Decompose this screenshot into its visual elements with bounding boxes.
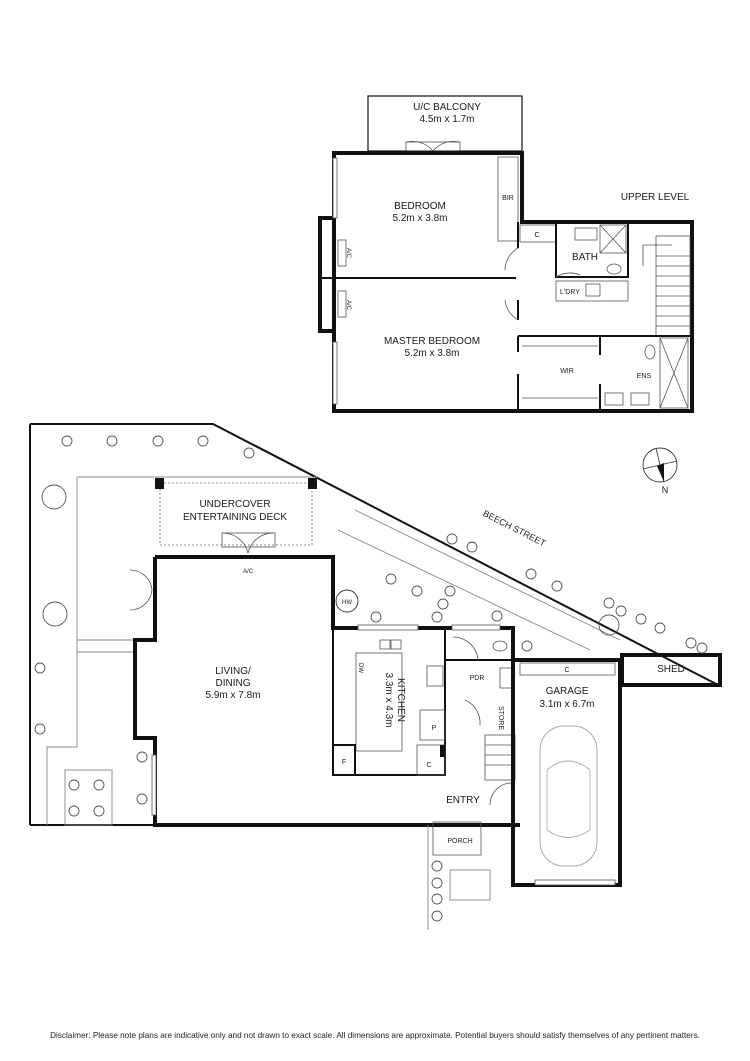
dishwasher-label: DW: [357, 663, 363, 673]
balcony-label: U/C BALCONY: [413, 102, 481, 113]
ac-label: A/C: [345, 248, 351, 259]
living-size: 5.9m x 7.8m: [205, 690, 260, 701]
cooktop-icon: [426, 665, 444, 687]
kitchen-size: 3.3m x 4.3m: [383, 672, 394, 727]
toilet-icon: [492, 640, 508, 652]
bedroom-label: BEDROOM: [394, 201, 446, 212]
toilet-icon: [606, 263, 622, 275]
compass-icon: N: [642, 447, 678, 495]
ground-level: UNDERCOVER ENTERTAINING DECK A/C LIVING/…: [29, 423, 722, 930]
ensuite-label: ENS: [637, 373, 652, 380]
ac-label: A/C: [345, 300, 351, 311]
balcony-door-icon: [405, 140, 461, 152]
garage-size: 3.1m x 6.7m: [539, 699, 594, 710]
upper-outer-wall: [332, 151, 694, 413]
entry-label: ENTRY: [446, 795, 480, 806]
pantry-label: P: [432, 725, 437, 732]
compass-north-label: N: [662, 485, 669, 495]
ac-unit-icon: [337, 239, 347, 267]
ac-label: A/C: [243, 569, 254, 575]
deck-label-line2: ENTERTAINING DECK: [183, 512, 287, 523]
sink-icon: [379, 639, 391, 650]
garage-cupboard-label: C: [564, 667, 569, 674]
shed-walls: [620, 653, 722, 687]
hot-water-label: HW: [342, 600, 352, 606]
garage-walls: [511, 658, 622, 887]
balcony-size: 4.5m x 1.7m: [419, 114, 474, 125]
wir-label: WIR: [560, 368, 574, 375]
master-bedroom-label: MASTER BEDROOM: [384, 336, 480, 347]
sink-icon: [390, 639, 402, 650]
side-door-icon: [129, 569, 153, 611]
bath-label: BATH: [572, 252, 598, 263]
cupboard-label: C: [534, 232, 539, 239]
master-bedroom-size: 5.2m x 3.8m: [404, 348, 459, 359]
stairs-icon: [484, 734, 516, 781]
disclaimer-text: Disclaimer: Please note plans are indica…: [50, 1031, 700, 1040]
stairs-icon: [642, 235, 691, 337]
car-icon: [539, 725, 598, 867]
deck-door-icon: [221, 532, 276, 554]
store-label: STORE: [497, 706, 504, 730]
bir-label: BIR: [502, 195, 514, 202]
dining-label: DINING: [216, 678, 251, 689]
shed-label: SHED: [657, 664, 685, 675]
deck-outline: [159, 482, 313, 546]
bath-vanity-icon: [574, 227, 598, 241]
kitchen-cupboard-label: C: [426, 762, 431, 769]
ac-unit-icon: [337, 290, 347, 318]
hot-water-icon: [335, 589, 359, 613]
shower-icon: [599, 224, 627, 254]
bedroom-size: 5.2m x 3.8m: [392, 213, 447, 224]
powder-label: PDR: [470, 675, 485, 682]
toilet-icon: [644, 344, 656, 360]
laundry-label: L'DRY: [560, 289, 580, 296]
upper-level: U/C BALCONY 4.5m x 1.7m BEDROOM 5.2m x 3…: [318, 95, 694, 413]
living-label: LIVING/: [215, 666, 251, 677]
shower-icon: [659, 337, 689, 409]
laundry-tub-icon: [585, 283, 601, 297]
garage-label: GARAGE: [546, 686, 589, 697]
fridge-label: F: [342, 759, 346, 766]
deck-label: UNDERCOVER: [199, 499, 270, 510]
street-label: BEECH STREET: [481, 508, 547, 548]
porch-label: PORCH: [447, 838, 472, 845]
shrub-icons: [34, 435, 708, 922]
kitchen-label: KITCHEN: [395, 678, 406, 722]
upper-level-title: UPPER LEVEL: [621, 192, 690, 203]
